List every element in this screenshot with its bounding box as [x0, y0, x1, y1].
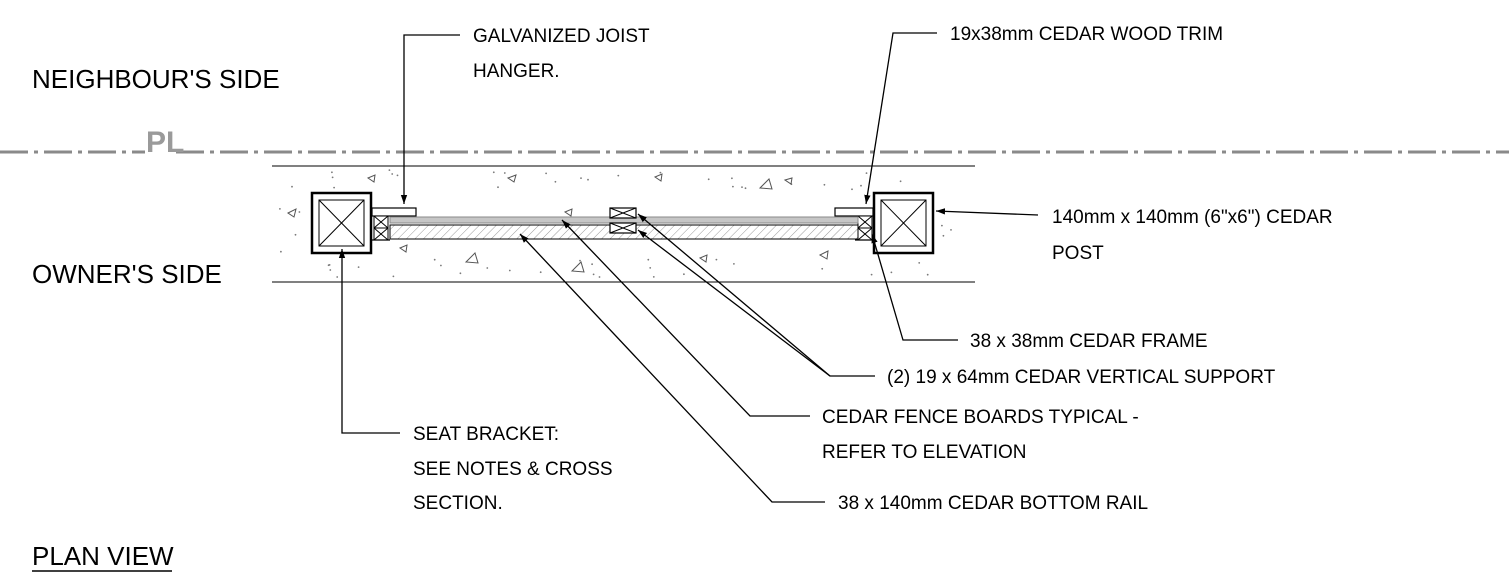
- concrete-dot: [659, 171, 662, 174]
- concrete-dot: [459, 272, 462, 275]
- concrete-dot: [899, 180, 902, 183]
- concrete-dot: [508, 269, 511, 272]
- concrete-dot: [294, 233, 297, 236]
- concrete-dot: [823, 183, 826, 186]
- callout-wood-trim: 19x38mm CEDAR WOOD TRIM: [864, 24, 1223, 205]
- concrete-dot: [486, 267, 489, 269]
- joist-hanger-line1: GALVANIZED JOIST: [473, 26, 650, 47]
- vertical-support-label: (2) 19 x 64mm CEDAR VERTICAL SUPPORT: [887, 367, 1276, 388]
- concrete-dot: [926, 273, 929, 276]
- property-line: PL: [0, 124, 1509, 162]
- concrete-dot: [652, 276, 655, 278]
- post-line2: POST: [1052, 243, 1104, 264]
- vertical-supports: [609, 207, 637, 234]
- concrete-dot: [392, 275, 395, 278]
- concrete-dot: [333, 186, 335, 189]
- concrete-dot: [707, 178, 710, 181]
- concrete-dot: [890, 271, 893, 274]
- concrete-dot: [587, 178, 589, 181]
- concrete-dot: [591, 263, 593, 266]
- concrete-dot: [744, 187, 747, 190]
- concrete-dot: [860, 184, 862, 187]
- concrete-dot: [715, 258, 718, 261]
- joist-hanger-line2: HANGER.: [473, 61, 560, 82]
- concrete-dot: [941, 224, 943, 227]
- concrete-dot: [579, 259, 581, 262]
- concrete-dot: [539, 271, 542, 274]
- plan-view-title: PLAN VIEW: [32, 541, 174, 571]
- concrete-dot: [388, 169, 391, 172]
- concrete-dot: [336, 276, 339, 278]
- concrete-dot: [497, 186, 499, 189]
- concrete-dot: [554, 180, 557, 183]
- concrete-dot: [329, 269, 332, 271]
- left-frame-blocks: [371, 207, 417, 241]
- concrete-dot: [649, 267, 652, 269]
- concrete-dot: [280, 250, 282, 253]
- concrete-dot: [580, 177, 582, 180]
- concrete-dot: [331, 171, 333, 174]
- fence-boards-line2: REFER TO ELEVATION: [822, 442, 1026, 463]
- concrete-dot: [545, 172, 547, 175]
- concrete-dot: [433, 258, 436, 261]
- concrete-dot: [598, 276, 601, 278]
- concrete-dot: [298, 211, 301, 213]
- callout-seat-bracket: SEAT BRACKET: SEE NOTES & CROSS SECTION.: [338, 249, 613, 514]
- property-line-label: PL: [146, 126, 184, 159]
- concrete-dot: [327, 264, 330, 267]
- concrete-dot: [391, 173, 394, 175]
- wood-trim-label: 19x38mm CEDAR WOOD TRIM: [950, 24, 1223, 45]
- bottom-rail-label: 38 x 140mm CEDAR BOTTOM RAIL: [838, 493, 1148, 514]
- post-line1: 140mm x 140mm (6"x6") CEDAR: [1052, 207, 1333, 228]
- concrete-dot: [865, 172, 868, 175]
- callout-joist-hanger: GALVANIZED JOIST HANGER.: [400, 26, 650, 204]
- right-frame-blocks: [834, 207, 874, 241]
- concrete-dot: [503, 172, 506, 174]
- concrete-dot: [950, 229, 952, 231]
- concrete-dot: [870, 273, 873, 276]
- concrete-dot: [942, 234, 945, 237]
- concrete-dot: [683, 273, 685, 276]
- concrete-dot: [821, 267, 824, 270]
- concrete-dot: [396, 174, 399, 177]
- concrete-dot: [732, 185, 734, 188]
- concrete-aggregate: [287, 173, 829, 273]
- callout-frame: 38 x 38mm CEDAR FRAME: [871, 233, 1208, 352]
- concrete-dot: [357, 266, 360, 268]
- neighbour-side-label: NEIGHBOUR'S SIDE: [32, 64, 280, 94]
- concrete-dot: [851, 188, 853, 191]
- concrete-dot: [331, 176, 334, 179]
- seat-bracket-line2: SEE NOTES & CROSS: [413, 459, 613, 480]
- concrete-dot: [647, 258, 650, 261]
- frame-label: 38 x 38mm CEDAR FRAME: [970, 331, 1208, 352]
- concrete-dot: [440, 264, 442, 267]
- callout-bottom-rail: 38 x 140mm CEDAR BOTTOM RAIL: [519, 233, 1148, 514]
- fence-boards-line1: CEDAR FENCE BOARDS TYPICAL -: [822, 407, 1139, 428]
- seat-bracket-line3: SECTION.: [413, 493, 503, 514]
- concrete-dot: [741, 186, 743, 189]
- concrete-dot: [279, 208, 281, 210]
- concrete-dot: [617, 174, 620, 177]
- callout-fence-boards: CEDAR FENCE BOARDS TYPICAL - REFER TO EL…: [561, 219, 1139, 463]
- concrete-dot: [592, 273, 595, 276]
- concrete-footing: [272, 165, 975, 283]
- left-cedar-post: [310, 191, 373, 255]
- callout-vertical-support: (2) 19 x 64mm CEDAR VERTICAL SUPPORT: [637, 213, 1276, 388]
- seat-bracket-line1: SEAT BRACKET:: [413, 424, 559, 445]
- concrete-dot: [733, 263, 735, 265]
- view-title: PLAN VIEW: [32, 541, 174, 572]
- callout-post: 140mm x 140mm (6"x6") CEDAR POST: [935, 207, 1333, 264]
- owner-side-label: OWNER'S SIDE: [32, 259, 222, 289]
- concrete-dot: [291, 185, 293, 188]
- concrete-dot: [918, 262, 921, 264]
- concrete-dot: [492, 171, 495, 174]
- right-cedar-post: [872, 191, 935, 255]
- concrete-dot: [731, 177, 733, 180]
